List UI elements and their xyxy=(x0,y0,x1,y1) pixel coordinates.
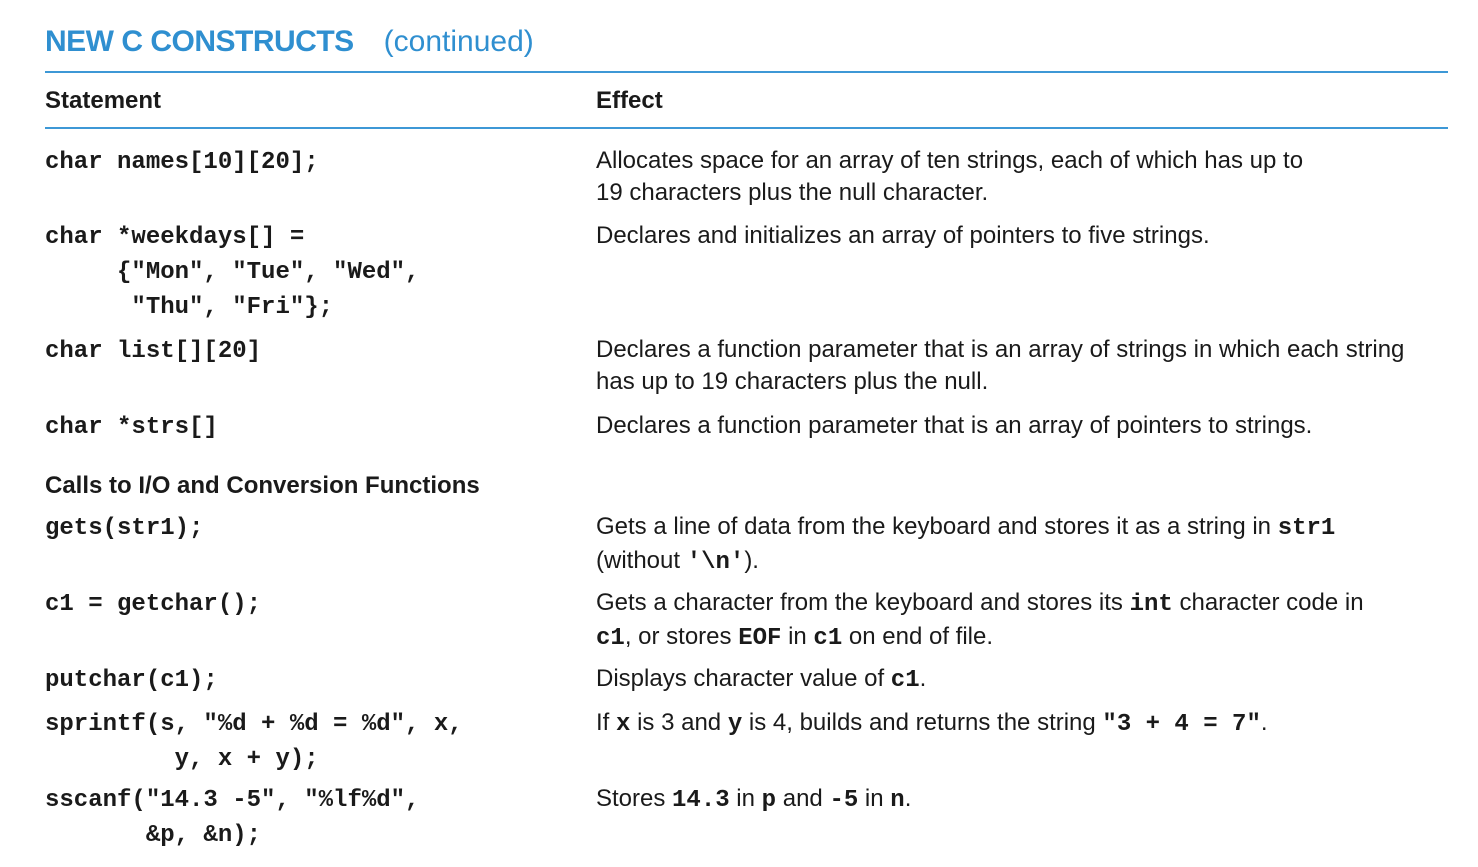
statement-code: sprintf(s, "%d + %d = %d", x, y, x + y); xyxy=(45,711,463,773)
effect-segment: Gets a line of data from the keyboard an… xyxy=(596,513,1278,540)
header-effect: Effect xyxy=(596,87,663,114)
effect-segment: Declares a function parameter that is an… xyxy=(596,412,1313,439)
effect-text: Allocates space for an array of ten stri… xyxy=(596,145,1446,209)
inline-code: n xyxy=(890,787,905,814)
effect-segment: in xyxy=(858,785,891,812)
effect-segment: . xyxy=(904,785,912,812)
effect-text: Declares and initializes an array of poi… xyxy=(596,220,1446,252)
inline-code: 14.3 xyxy=(672,787,730,814)
effect-segment: is 4, builds and returns the string xyxy=(742,709,1103,736)
page-title: NEW C CONSTRUCTS (continued) xyxy=(45,22,534,62)
statement-code: char *strs[] xyxy=(45,414,218,441)
title-continued: (continued) xyxy=(383,25,534,58)
effect-segment: and xyxy=(776,785,830,812)
header-rule xyxy=(45,127,1448,129)
effect-segment: Stores xyxy=(596,785,673,812)
effect-segment: If xyxy=(596,709,617,736)
inline-code: EOF xyxy=(738,625,782,652)
inline-code: c1 xyxy=(813,625,843,652)
statement-code: gets(str1); xyxy=(45,515,204,542)
effect-segment: in xyxy=(781,623,814,650)
inline-code: y xyxy=(727,711,743,738)
effect-segment: ). xyxy=(744,547,759,574)
effect-segment: is 3 and xyxy=(630,709,728,736)
effect-text: If x is 3 and y is 4, builds and returns… xyxy=(596,707,1446,741)
effect-segment: character code in xyxy=(1172,589,1364,616)
inline-code: '\n' xyxy=(686,549,745,576)
effect-segment: (without xyxy=(596,547,687,574)
effect-segment: in xyxy=(729,785,762,812)
effect-segment: Allocates space for an array of ten stri… xyxy=(596,147,1304,174)
effect-text: Declares a function parameter that is an… xyxy=(596,334,1446,398)
effect-segment: Gets a character from the keyboard and s… xyxy=(596,589,1130,616)
inline-code: -5 xyxy=(829,787,859,814)
effect-segment: . xyxy=(919,665,927,692)
effect-text: Gets a character from the keyboard and s… xyxy=(596,587,1446,655)
effect-text: Declares a function parameter that is an… xyxy=(596,410,1446,442)
statement-code: char list[][20] xyxy=(45,338,262,365)
effect-segment: , or stores xyxy=(624,623,739,650)
effect-text: Displays character value of c1. xyxy=(596,663,1446,697)
effect-segment: Declares and initializes an array of poi… xyxy=(596,222,1210,249)
title-main: NEW C CONSTRUCTS xyxy=(45,25,354,58)
inline-code: "3 + 4 = 7" xyxy=(1102,711,1261,738)
effect-segment: Declares a function parameter that is an… xyxy=(596,336,1405,363)
effect-segment: . xyxy=(1260,709,1268,736)
inline-code: c1 xyxy=(596,625,625,652)
statement-code: char names[10][20]; xyxy=(45,149,319,176)
top-rule xyxy=(45,71,1448,73)
header-statement: Statement xyxy=(45,87,162,114)
effect-segment: 19 characters plus the null character. xyxy=(596,179,989,206)
statement-code: putchar(c1); xyxy=(45,667,218,694)
inline-code: str1 xyxy=(1277,515,1336,542)
effect-segment: on end of file. xyxy=(842,623,994,650)
effect-segment: has up to 19 characters plus the null. xyxy=(596,368,989,395)
statement-code: sscanf("14.3 -5", "%lf%d", &p, &n); xyxy=(45,787,420,849)
effect-segment: Displays character value of xyxy=(596,665,891,692)
inline-code: int xyxy=(1129,591,1173,618)
inline-code: p xyxy=(761,787,777,814)
inline-code: x xyxy=(616,711,631,738)
effect-text: Gets a line of data from the keyboard an… xyxy=(596,511,1446,579)
effect-text: Stores 14.3 in p and -5 in n. xyxy=(596,783,1446,817)
section-heading: Calls to I/O and Conversion Functions xyxy=(45,472,480,499)
statement-code: char *weekdays[] = {"Mon", "Tue", "Wed",… xyxy=(45,224,420,321)
statement-code: c1 = getchar(); xyxy=(45,591,262,618)
inline-code: c1 xyxy=(890,667,920,694)
